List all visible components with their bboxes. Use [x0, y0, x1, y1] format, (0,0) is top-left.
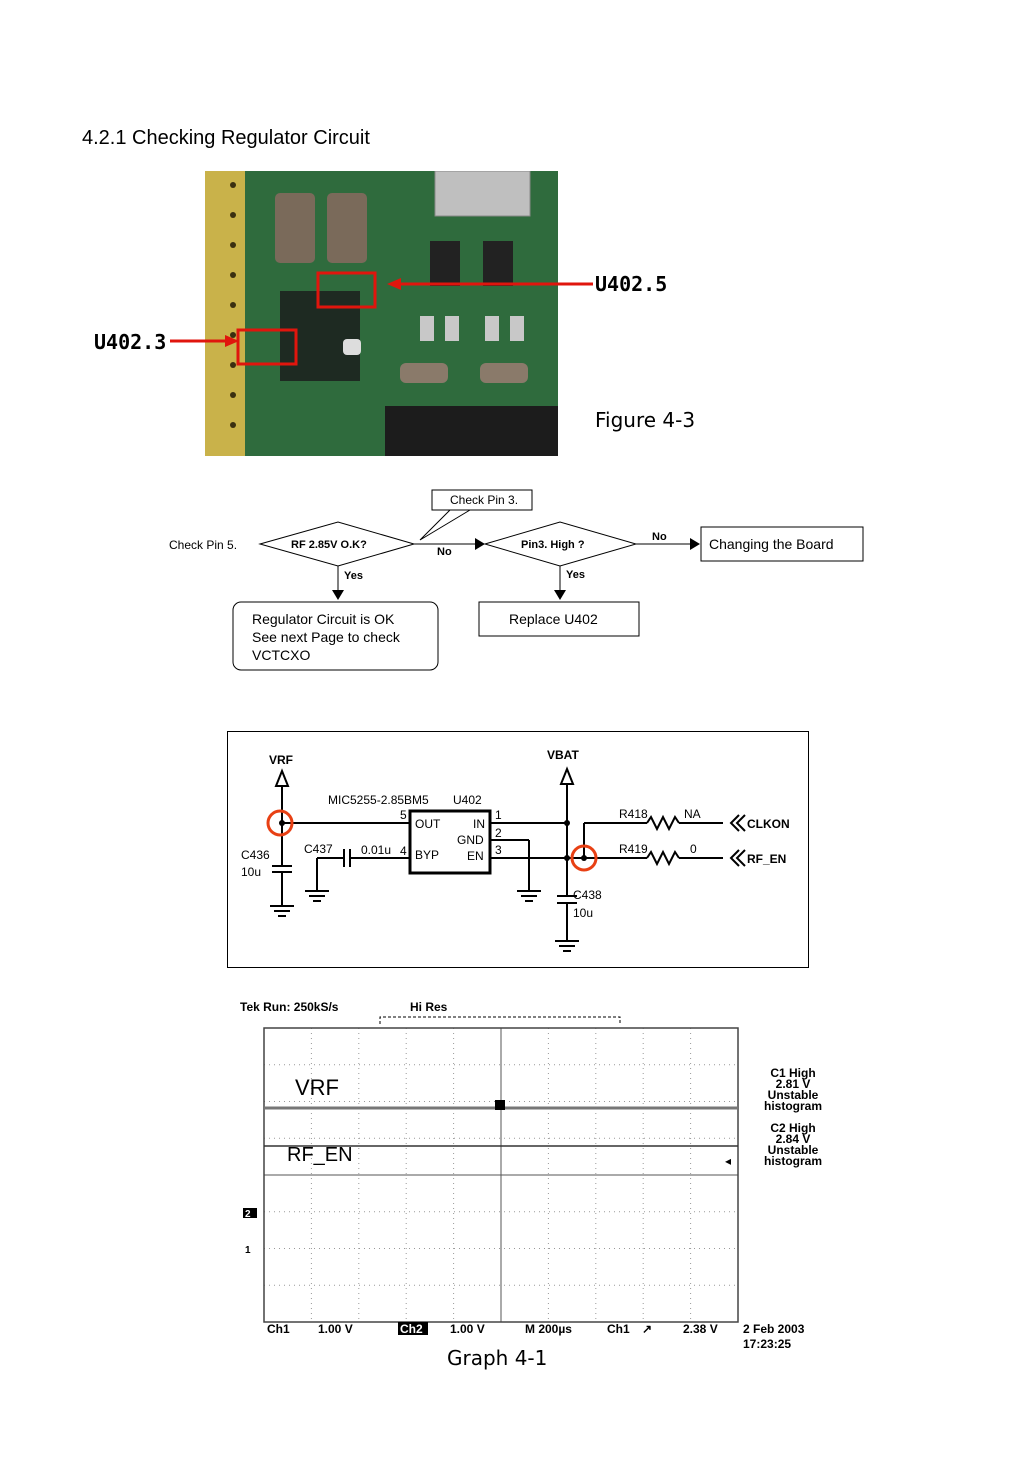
c1-line-1: C1 High [770, 1066, 815, 1080]
label-u402-pin3: U402.3 [94, 330, 167, 354]
c438-value: 10u [573, 906, 593, 920]
pin-gnd: GND [457, 833, 484, 847]
r418-value: NA [684, 807, 701, 821]
schematic: VRF C436 10u MIC5255-2.85BM5 U402 OUT BY… [227, 731, 809, 968]
trigger-source: Ch1 [607, 1322, 630, 1336]
check-pin5-text: Check Pin 5. [169, 538, 237, 552]
callout-arrows [170, 278, 593, 347]
scope-header-mode: Hi Res [410, 1000, 448, 1014]
c438-label: C438 [573, 888, 602, 902]
r419-value: 0 [690, 842, 697, 856]
pin-en: EN [467, 849, 484, 863]
vbat-label: VBAT [547, 748, 579, 762]
c436-value: 10u [241, 865, 261, 879]
ch1-label: Ch1 [267, 1322, 290, 1336]
changing-board-box: Changing the Board [709, 536, 834, 552]
figure-caption: Figure 4-3 [595, 408, 696, 432]
r419-label: R419 [619, 842, 648, 856]
c1-line-3: Unstable [768, 1088, 819, 1102]
pin-number-4: 4 [400, 844, 407, 858]
pin-number-2: 2 [495, 826, 502, 840]
ok-line-2: See next Page to check [252, 629, 401, 645]
c437-value: 0.01u [361, 843, 391, 857]
c2-line-4: histogram [764, 1154, 822, 1168]
pin-number-1: 1 [495, 808, 502, 822]
marker-ch2: 2 [245, 1209, 251, 1220]
timebase: M 200µs [525, 1322, 572, 1336]
trigger-slope-icon: ↗ [642, 1322, 652, 1336]
c1-line-2: 2.81 V [776, 1077, 811, 1091]
flowchart: Check Pin 5. Check Pin 3. RF 2.85V O.K? … [169, 489, 864, 671]
pcb-photo [205, 171, 558, 456]
graph-caption: Graph 4-1 [447, 1346, 548, 1370]
c2-line-2: 2.84 V [776, 1132, 811, 1146]
check-pin3-callout: Check Pin 3. [450, 493, 518, 507]
no-label-1: No [437, 546, 452, 558]
decision-rf-ok: RF 2.85V O.K? [291, 539, 367, 551]
capture-time: 17:23:25 [743, 1337, 791, 1351]
ic-part-label: MIC5255-2.85BM5 [328, 793, 429, 807]
r418-label: R418 [619, 807, 648, 821]
ok-line-1: Regulator Circuit is OK [252, 611, 395, 627]
marker-ch1: 1 [245, 1245, 251, 1256]
rf-en-label: RF_EN [747, 852, 786, 866]
c436-label: C436 [241, 848, 270, 862]
pin-number-5: 5 [400, 808, 407, 822]
c2-line-1: C2 High [770, 1121, 815, 1135]
oscilloscope-capture: Tek Run: 250kS/s Hi Res VRF RF_EN 2 1 ◂ … [240, 1000, 822, 1351]
no-label-2: No [652, 531, 667, 543]
trigger-marker-icon: ◂ [725, 1154, 731, 1168]
vrf-label: VRF [269, 753, 293, 767]
trace-vrf-label: VRF [295, 1075, 339, 1100]
yes-label-1: Yes [344, 570, 363, 582]
pin-byp: BYP [415, 848, 439, 862]
pin-number-3: 3 [495, 843, 502, 857]
clkon-label: CLKON [747, 817, 790, 831]
label-u402-pin5: U402.5 [595, 272, 668, 296]
capture-date: 2 Feb 2003 [743, 1322, 805, 1336]
pin-out: OUT [415, 817, 441, 831]
trigger-level: 2.38 V [683, 1322, 718, 1336]
c437-label: C437 [304, 842, 333, 856]
trace-rf-en-label: RF_EN [287, 1144, 353, 1166]
c1-line-4: histogram [764, 1099, 822, 1113]
yes-label-2: Yes [566, 569, 585, 581]
scope-header-run: Tek Run: 250kS/s [240, 1000, 339, 1014]
c2-line-3: Unstable [768, 1143, 819, 1157]
section-title: 4.2.1 Checking Regulator Circuit [82, 127, 370, 149]
ok-line-3: VCTCXO [252, 647, 310, 663]
pin-in: IN [473, 817, 485, 831]
ch1-scale: 1.00 V [318, 1322, 353, 1336]
ic-ref-label: U402 [453, 793, 482, 807]
replace-box: Replace U402 [509, 611, 598, 627]
decision-pin3-high: Pin3. High ? [521, 539, 585, 551]
ch2-scale: 1.00 V [450, 1322, 485, 1336]
ch2-label: Ch2 [400, 1322, 423, 1336]
